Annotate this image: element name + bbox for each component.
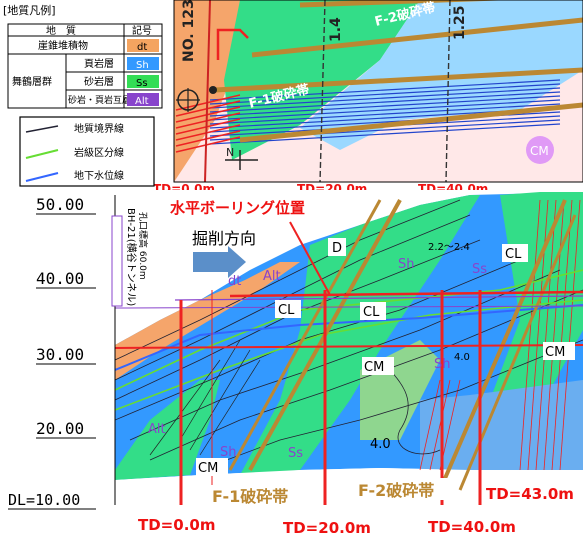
fault-labels: F-1破砕帯 F-2破砕帯 xyxy=(210,478,456,507)
legend-row-dt-name: 崖錐堆積物 xyxy=(38,39,88,52)
td-end: TD=43.0m xyxy=(486,485,574,503)
legend-row-alt-code: Alt xyxy=(135,96,149,107)
elev-40: 40.00 xyxy=(36,269,84,288)
borehole: BH-21(横谷トンネル) 孔口標高 60.0m xyxy=(111,208,149,307)
legend: [地質凡例] 地 質 記号 崖錐堆積物 dt 舞鶴層群 頁岩層 Sh 砂岩層 S… xyxy=(3,3,163,187)
plan-station-no123: NO. 123 xyxy=(181,0,197,62)
zone-labels: dt Alt Alt D Sh Ss 2.2～2.4 CL CL CL CM C… xyxy=(148,238,575,476)
section-fault-2: F-2破砕帯 xyxy=(358,481,434,500)
elev-10: DL=10.00 xyxy=(8,491,80,509)
zone-cl-top: CL xyxy=(505,247,522,262)
zone-ratio: 2.2～2.4 xyxy=(428,242,470,253)
excavation-direction: 掘削方向 xyxy=(190,224,282,278)
legend-row-sh-code: Sh xyxy=(136,60,149,71)
zone-sh-1: Sh xyxy=(398,257,415,272)
horizontal-boring-callout: 水平ボーリング位置 xyxy=(166,196,348,218)
zone-cm-2: CM xyxy=(545,345,565,360)
legend-title: [地質凡例] xyxy=(3,3,56,17)
section-fault-1: F-1破砕帯 xyxy=(212,487,288,506)
zone-cl-1: CL xyxy=(278,303,295,318)
zone-alt-left: Alt xyxy=(148,422,166,437)
zone-value-40: 4.0 xyxy=(454,352,470,363)
zone-cm-3: CM xyxy=(198,461,218,476)
north-arrow-icon xyxy=(225,150,258,170)
cross-section xyxy=(115,190,583,505)
plan-north-label: N xyxy=(226,146,234,159)
legend-header-symbol: 記号 xyxy=(132,24,152,37)
legend-lines: 地質境界線 岩級区分線 地下水位線 xyxy=(19,116,155,187)
zone-dt: dt xyxy=(228,274,241,289)
legend-line-rockclass: 岩級区分線 xyxy=(74,146,124,159)
zone-cm-1: CM xyxy=(364,360,384,375)
td-bottom-40: TD=40.0m xyxy=(428,518,516,536)
legend-row-sh-name: 頁岩層 xyxy=(84,57,114,70)
plan-view xyxy=(174,0,583,182)
legend-header-geology: 地 質 xyxy=(46,24,76,37)
legend-line-boundary: 地質境界線 xyxy=(74,122,124,135)
zone-d: D xyxy=(332,241,342,256)
legend-row-alt-name: 砂岩・頁岩互層 xyxy=(68,94,131,106)
legend-line-water: 地下水位線 xyxy=(74,169,124,182)
td-bottom-0: TD=0.0m xyxy=(138,516,215,534)
zone-sh-2: Sh xyxy=(434,357,451,372)
zone-ss-1: Ss xyxy=(472,262,487,277)
td-bottom-20: TD=20.0m xyxy=(283,519,371,537)
plan-cm-label: CM xyxy=(530,144,549,158)
legend-row-ss-code: Ss xyxy=(136,78,148,89)
zone-alt-top: Alt xyxy=(263,269,281,284)
legend-row-ss-name: 砂岩層 xyxy=(84,75,114,88)
borehole-sub: 孔口標高 60.0m xyxy=(137,212,149,280)
direction-arrow-icon xyxy=(193,246,246,278)
zone-sh-3: Sh xyxy=(220,445,237,460)
zone-value-40b: 4.0 xyxy=(370,437,391,452)
elevation-axis: 50.00 40.00 30.00 20.00 DL=10.00 xyxy=(8,195,116,510)
legend-table: 地 質 記号 崖錐堆積物 dt 舞鶴層群 頁岩層 Sh 砂岩層 Ss 砂岩・頁岩… xyxy=(7,23,163,109)
legend-group: 舞鶴層群 xyxy=(12,75,52,88)
elev-30: 30.00 xyxy=(36,345,84,364)
direction-label: 掘削方向 xyxy=(192,229,256,248)
borehole-label: BH-21(横谷トンネル) xyxy=(125,208,138,306)
callout-label: 水平ボーリング位置 xyxy=(170,199,305,217)
plan-station-14: 1.4 xyxy=(328,17,344,42)
plan-station-125: 1.25 xyxy=(452,5,468,40)
td-bottom-labels: TD=43.0m TD=0.0m TD=20.0m TD=40.0m xyxy=(138,482,582,537)
zone-ss-2: Ss xyxy=(288,446,303,461)
zone-cl-2: CL xyxy=(363,305,380,320)
elev-20: 20.00 xyxy=(36,419,84,438)
elev-50: 50.00 xyxy=(36,195,84,214)
legend-row-dt-code: dt xyxy=(137,42,147,53)
